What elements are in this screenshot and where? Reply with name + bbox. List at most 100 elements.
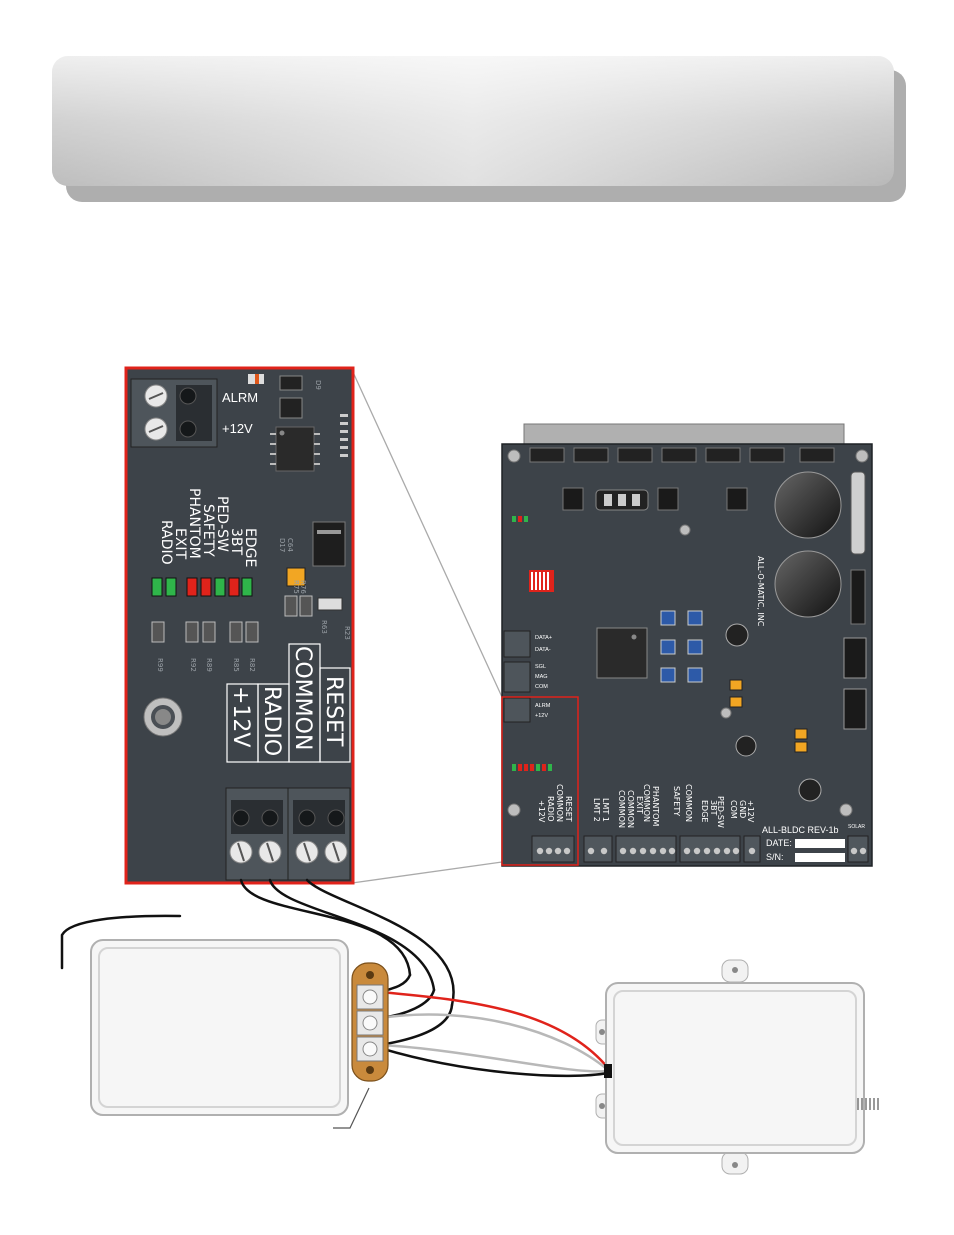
left-label-com: COM (535, 684, 548, 690)
board-label-phantom: PHANTOM (651, 786, 660, 826)
led-row (151, 577, 253, 597)
terminal-strip (351, 962, 389, 1082)
led-radio (151, 577, 163, 597)
tuning-pots (660, 610, 703, 683)
board-terminal-labels: RESET COMMON RADIO +12V LMT 1 LMT 2 COMM… (537, 784, 755, 828)
board-brand: ALL-O-MATIC, INC (756, 556, 765, 627)
left-label-12v: +12V (535, 713, 548, 719)
alrm-label: ALRM (222, 390, 258, 405)
wire-12v (239, 878, 412, 977)
ref-r75: R75 (292, 580, 300, 594)
header-banner (52, 56, 906, 202)
zoom-panel: ALRM +12V EDGE 3BT (124, 366, 355, 885)
board-label-lmt1: LMT 1 (601, 798, 610, 822)
header-pins (340, 414, 348, 457)
board-label-reset: RESET (564, 796, 573, 822)
ref-r92: R92 (189, 658, 197, 672)
inductor (735, 735, 757, 757)
terminal-strip-pointer (333, 1087, 370, 1129)
board-label-common3: COMMON (626, 790, 635, 828)
led-label-3bt: 3BT (228, 528, 244, 556)
wire-gray-2 (378, 1043, 610, 1073)
mounting-hole (143, 697, 183, 737)
wire-common (305, 878, 455, 1007)
ref-r63: R63 (320, 620, 328, 634)
board-label-12v: +12V (537, 800, 546, 823)
board-rev: ALL-BLDC REV-1b (762, 825, 839, 835)
board-terminal-screws (536, 847, 867, 855)
left-label-sgl: SGL (535, 664, 546, 670)
yellow-caps (729, 679, 808, 753)
board-label-edge: EDGE (700, 800, 709, 822)
left-terminals (503, 630, 531, 723)
term-label-radio: RADIO (259, 686, 284, 756)
wire-red-to-receiver (378, 990, 610, 1070)
led-phantom (186, 577, 198, 597)
ref-r85: R85 (232, 658, 240, 672)
board-sn-box (795, 853, 845, 862)
relays (562, 487, 748, 511)
board-date-label: DATE: (766, 838, 792, 848)
board-label-common: COMMON (555, 784, 564, 822)
ref-r89: R89 (205, 658, 213, 672)
regulator (312, 521, 346, 567)
wire-black-to-receiver (378, 1046, 610, 1078)
led-edge (241, 577, 253, 597)
transistor (279, 375, 303, 391)
ref-c64: C64 (286, 538, 294, 552)
inductor (798, 778, 822, 802)
board-label-exit: EXIT (635, 796, 644, 814)
led-safety (200, 577, 212, 597)
board-mounting-holes (507, 449, 869, 817)
led-label-edge: EDGE (242, 528, 258, 567)
led-label-safety: SAFETY (200, 504, 216, 557)
led-label-phantom: PHANTOM (186, 488, 202, 559)
component-refs: R99 R92 R89 R85 R82 R76 R75 R63 R23 C64 … (156, 380, 351, 672)
resistor-row (151, 595, 313, 643)
zoom-callout-lines (351, 369, 503, 884)
left-terminal-labels: DATA+ DATA- SGL MAG COM ALRM +12V (535, 635, 552, 719)
fuse (850, 569, 866, 625)
board-solar-label: SOLAR (848, 824, 865, 830)
dip-switch (529, 570, 554, 592)
board-label-lmt2: LMT 2 (592, 798, 601, 822)
term-label-12v: +12V (228, 686, 253, 747)
microcontroller (596, 627, 648, 679)
led-exit (165, 577, 177, 597)
board-label-gnd: GND (738, 800, 747, 818)
term-label-reset: RESET (321, 676, 346, 747)
board-label-common5: COMMON (684, 784, 693, 822)
board-sn-label: S/N: (766, 852, 784, 862)
bottom-terminal-labels: RESET COMMON RADIO +12V (226, 643, 351, 763)
right-connectors (843, 637, 867, 730)
top-connectors (529, 447, 835, 463)
fuse-holder (850, 471, 866, 555)
led-3bt (228, 577, 240, 597)
transistor (279, 397, 303, 419)
capacitor (317, 597, 343, 611)
board-label-com: COM (729, 800, 738, 819)
left-label-alrm: ALRM (535, 703, 551, 709)
board-label-radio: RADIO (546, 796, 555, 822)
led-labels: EDGE 3BT PED-SW SAFETY PHANTOM EXIT RADI… (158, 488, 258, 567)
ref-d17: D17 (278, 538, 286, 552)
plus12v-top-label: +12V (222, 421, 253, 436)
board-label-common4: COMMON (642, 784, 651, 822)
diode-band (255, 374, 259, 384)
ref-r82: R82 (248, 658, 256, 672)
tantalum-capacitor (286, 567, 306, 587)
zoom-highlight (501, 696, 579, 866)
led-label-radio: RADIO (158, 520, 174, 565)
board-label-ped-sw: PED-SW (716, 796, 725, 828)
ref-r99: R99 (156, 658, 164, 672)
left-label-data-plus: DATA+ (535, 635, 552, 641)
ref-d9: D9 (314, 380, 322, 390)
wire-gray-1 (378, 1013, 610, 1072)
bottom-terminal-blocks (225, 787, 351, 881)
large-capacitors (774, 471, 842, 618)
left-receiver-box (90, 939, 349, 1116)
board-label-12v-2: +12V (746, 800, 755, 823)
wire-radio (268, 878, 436, 992)
spring-antenna (857, 1098, 879, 1110)
